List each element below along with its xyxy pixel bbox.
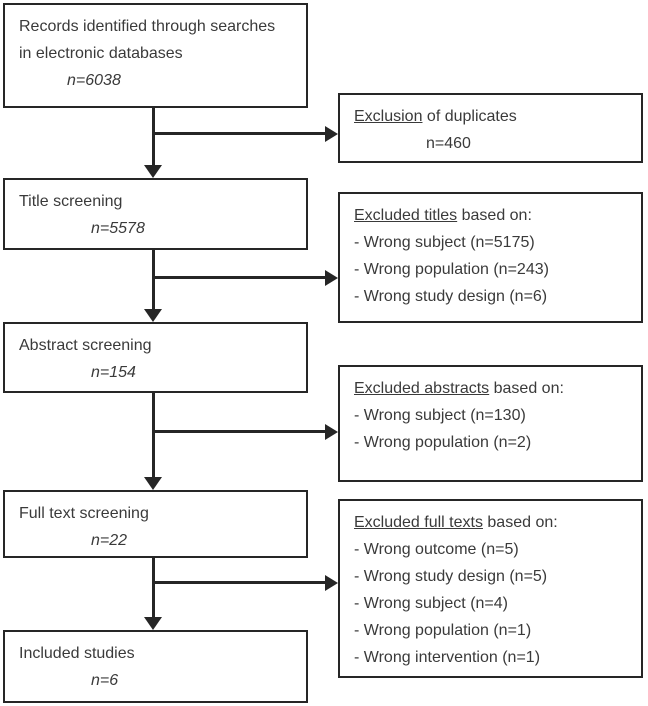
- box-text-line: Full text screening: [19, 505, 149, 522]
- record-count: n=22: [91, 532, 128, 549]
- arrow-down-icon: [144, 165, 162, 178]
- box-included-studies: Included studies n=6: [3, 630, 308, 703]
- record-count: n=460: [426, 135, 471, 152]
- heading-rest: based on:: [482, 514, 558, 531]
- exclusion-reason: - Wrong population (n=1): [354, 622, 532, 639]
- heading-rest: of duplicates: [422, 108, 517, 125]
- box-excluded-abstracts: Excluded abstracts based on: - Wrong sub…: [338, 365, 643, 482]
- box-heading: Exclusion of duplicates: [354, 103, 627, 130]
- record-count: n=5578: [91, 220, 145, 237]
- box-excluded-titles: Excluded titles based on: - Wrong subjec…: [338, 192, 643, 323]
- exclusion-reason: - Wrong subject (n=4): [354, 595, 508, 612]
- box-heading: Excluded abstracts based on:: [354, 375, 627, 402]
- heading-underlined: Excluded titles: [354, 207, 458, 224]
- box-records-identified: Records identified through searches in e…: [3, 3, 308, 108]
- exclusion-reason: - Wrong outcome (n=5): [354, 541, 519, 558]
- arrow-right-icon: [325, 270, 338, 286]
- heading-underlined: Excluded abstracts: [354, 380, 490, 397]
- exclusion-reason: - Wrong study design (n=6): [354, 288, 548, 305]
- connector-branch-to-excluded-abstracts-line: [153, 430, 325, 433]
- arrow-right-icon: [325, 424, 338, 440]
- arrow-right-icon: [325, 126, 338, 142]
- box-exclusion-duplicates: Exclusion of duplicates n=460: [338, 93, 643, 163]
- exclusion-reason: - Wrong intervention (n=1): [354, 649, 541, 666]
- exclusion-reason: - Wrong subject (n=130): [354, 407, 526, 424]
- exclusion-reason: - Wrong population (n=2): [354, 434, 532, 451]
- box-text-line: Abstract screening: [19, 337, 152, 354]
- arrow-down-icon: [144, 617, 162, 630]
- box-abstract-screening: Abstract screening n=154: [3, 322, 308, 393]
- heading-underlined: Excluded full texts: [354, 514, 483, 531]
- box-full-text-screening: Full text screening n=22: [3, 490, 308, 558]
- record-count: n=6: [91, 672, 119, 689]
- connector-abstract-to-fulltext-line: [151, 393, 155, 477]
- box-heading: Excluded titles based on:: [354, 202, 627, 229]
- box-title-screening: Title screening n=5578: [3, 178, 308, 250]
- record-count: n=154: [91, 364, 136, 381]
- connector-branch-to-excluded-fulltexts-line: [153, 581, 325, 584]
- exclusion-reason: - Wrong study design (n=5): [354, 568, 548, 585]
- connector-records-to-title-line: [151, 108, 155, 166]
- exclusion-reason: - Wrong population (n=243): [354, 261, 549, 278]
- box-excluded-full-texts: Excluded full texts based on: - Wrong ou…: [338, 499, 643, 678]
- exclusion-reason: - Wrong subject (n=5175): [354, 234, 535, 251]
- arrow-down-icon: [144, 477, 162, 490]
- connector-branch-to-excluded-titles-line: [153, 276, 325, 279]
- box-text-line: Title screening: [19, 193, 123, 210]
- connector-branch-to-duplicates-line: [153, 132, 325, 135]
- heading-underlined: Exclusion: [354, 108, 423, 125]
- arrow-down-icon: [144, 309, 162, 322]
- arrow-right-icon: [325, 575, 338, 591]
- box-text-line: Records identified through searches: [19, 18, 276, 35]
- heading-rest: based on:: [457, 207, 532, 224]
- heading-rest: based on:: [489, 380, 564, 397]
- connector-fulltext-to-included-line: [151, 558, 155, 617]
- record-count: n=6038: [67, 72, 121, 89]
- box-heading: Excluded full texts based on:: [354, 509, 627, 536]
- box-text-line: Included studies: [19, 645, 135, 662]
- connector-title-to-abstract-line: [151, 250, 155, 309]
- box-text-line: in electronic databases: [19, 45, 183, 62]
